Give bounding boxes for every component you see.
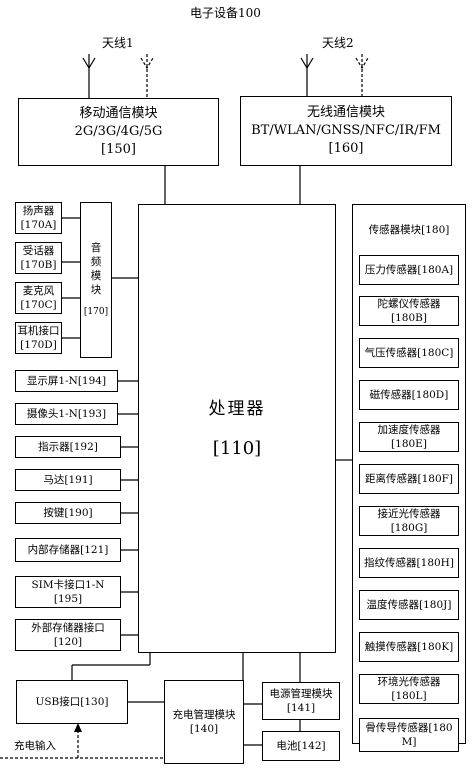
power-management-box: 电源管理模块[141] bbox=[262, 682, 340, 720]
pressure-sensor: 压力传感器[180A] bbox=[359, 255, 459, 285]
antenna-1-label: 天线1 bbox=[102, 36, 134, 50]
fingerprint-sensor: 指纹传感器[180H] bbox=[359, 548, 459, 578]
charge-input-arrow-icon bbox=[74, 723, 82, 732]
wireless-comm-module: 无线通信模块 BT/WLAN/GNSS/NFC/IR/FM [160] bbox=[240, 96, 452, 166]
internal-memory-box: 内部存储器[121] bbox=[15, 538, 121, 562]
antenna-2-solid-icon bbox=[300, 54, 314, 98]
device-title: 电子设备100 bbox=[190, 6, 261, 20]
gyro-sensor: 陀螺仪传感器[180B] bbox=[359, 296, 459, 326]
camera-box: 摄像头1-N[193] bbox=[15, 403, 118, 425]
bone-conduction-sensor: 骨传导传感器[180M] bbox=[359, 718, 459, 752]
acceleration-sensor: 加速度传感器[180E] bbox=[359, 422, 459, 452]
magnetic-sensor: 磁传感器[180D] bbox=[359, 380, 459, 410]
barometric-sensor: 气压传感器[180C] bbox=[359, 338, 459, 368]
indicator-box: 指示器[192] bbox=[15, 436, 121, 458]
microphone-box: 麦克风[170C] bbox=[15, 282, 62, 314]
external-memory-interface-box: 外部存储器接口[120] bbox=[15, 619, 121, 651]
temperature-sensor: 温度传感器[180J] bbox=[359, 590, 459, 620]
sim-interface-box: SIM卡接口1-N[195] bbox=[15, 576, 121, 608]
keys-box: 按键[190] bbox=[15, 502, 121, 524]
charge-management-box: 充电管理模块[140] bbox=[164, 680, 244, 764]
headset-jack-box: 耳机接口[170D] bbox=[15, 322, 62, 354]
audio-module: 音频模块 [170] bbox=[80, 202, 112, 358]
motor-box: 马达[191] bbox=[15, 469, 121, 491]
antenna-2-dashed-icon bbox=[355, 54, 369, 98]
processor-number: [110] bbox=[212, 437, 262, 459]
proximity-light-sensor: 接近光传感器[180G] bbox=[359, 506, 459, 536]
mobile-comm-module: 移动通信模块 2G/3G/4G/5G [150] bbox=[18, 98, 219, 166]
touch-sensor: 触摸传感器[180K] bbox=[359, 632, 459, 662]
ambient-light-sensor: 环境光传感器[180L] bbox=[359, 674, 459, 704]
antenna-1-solid-icon bbox=[82, 54, 96, 98]
antenna-2-label: 天线2 bbox=[322, 36, 354, 50]
distance-sensor: 距离传感器[180F] bbox=[359, 464, 459, 494]
processor-block: 处理器 [110] bbox=[138, 204, 336, 653]
receiver-box: 受话器[170B] bbox=[15, 242, 62, 274]
processor-label: 处理器 bbox=[208, 398, 266, 419]
usb-interface-box: USB接口[130] bbox=[16, 680, 128, 724]
battery-box: 电池[142] bbox=[262, 731, 340, 761]
charge-input-label: 充电输入 bbox=[14, 740, 56, 752]
charge-input-wire bbox=[0, 730, 164, 759]
speaker-box: 扬声器[170A] bbox=[15, 202, 62, 234]
display-box: 显示屏1-N[194] bbox=[15, 370, 118, 392]
sensor-module-label: 传感器模块[180] bbox=[368, 224, 450, 236]
antenna-1-dashed-icon bbox=[140, 54, 154, 98]
